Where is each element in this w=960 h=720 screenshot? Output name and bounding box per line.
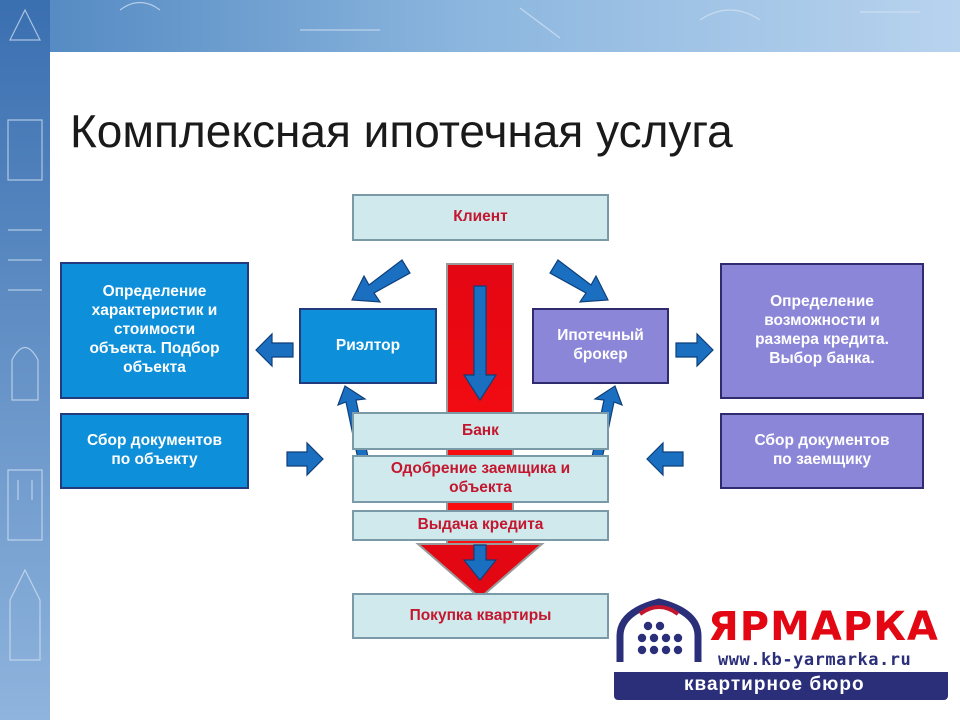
box-line: брокер [573,346,628,363]
page-title: Комплексная ипотечная услуга [70,105,733,157]
purchase-box: Покупка квартиры [352,593,609,639]
purchase-label: Покупка квартиры [409,606,552,624]
box-line: Определение [770,293,874,311]
bank-box: Банк [352,412,609,450]
bank-label: Банк [462,421,499,439]
box-line: Ипотечный [557,327,644,345]
credit-issue-label: Выдача кредита [417,516,544,534]
logo-subtitle: квартирное бюро [684,674,865,695]
client-label: Клиент [453,208,508,226]
box-line: Одобрение заемщика и [390,460,571,478]
realtor-box: Риэлтор [299,308,437,384]
box-line: по заемщику [772,451,872,468]
arrow-to-realtor-icon [351,259,411,303]
logo-name: ЯРМАРКА [708,604,939,650]
client-box: Клиент [352,194,609,241]
dome-logo-icon [616,598,702,662]
box-line: объекта [123,358,186,376]
box-line: Сбор документов [86,432,223,450]
arrow-to-broker-icon [549,259,609,303]
left-arrow-icon [255,332,294,368]
box-line: Выбор банка. [769,349,875,367]
borrower-documents-box: Сбор документов по заемщику [720,413,924,489]
box-line: характеристик и [91,302,218,320]
logo-subtitle-band: квартирное бюро [614,672,948,700]
right-arrow-icon [286,441,324,477]
left-arrow-icon [646,441,684,477]
box-line: по объекту [111,451,198,468]
object-definition-box: Определение характеристик и стоимости об… [60,262,249,399]
box-line: стоимости [113,321,196,339]
credit-definition-box: Определение возможности и размера кредит… [720,263,924,399]
box-line: Сбор документов [754,432,890,450]
box-line: Определение [102,283,207,301]
company-logo: ЯРМАРКА www.kb-yarmarka.ru квартирное бю… [614,596,948,702]
object-documents-box: Сбор документов по объекту [60,413,249,489]
approval-box: Одобрение заемщика и объекта [352,455,609,503]
box-line: объекта [449,479,512,496]
box-line: объекта. Подбор [89,339,220,357]
broker-box: Ипотечный брокер [532,308,669,384]
credit-issue-box: Выдача кредита [352,510,609,541]
box-line: возможности и [764,312,880,330]
right-arrow-icon [675,332,714,368]
realtor-label: Риэлтор [335,336,401,354]
box-line: размера кредита. [755,331,889,348]
down-arrow-icon [462,544,498,581]
down-arrow-icon [462,285,498,402]
logo-url: www.kb-yarmarka.ru [718,650,912,670]
